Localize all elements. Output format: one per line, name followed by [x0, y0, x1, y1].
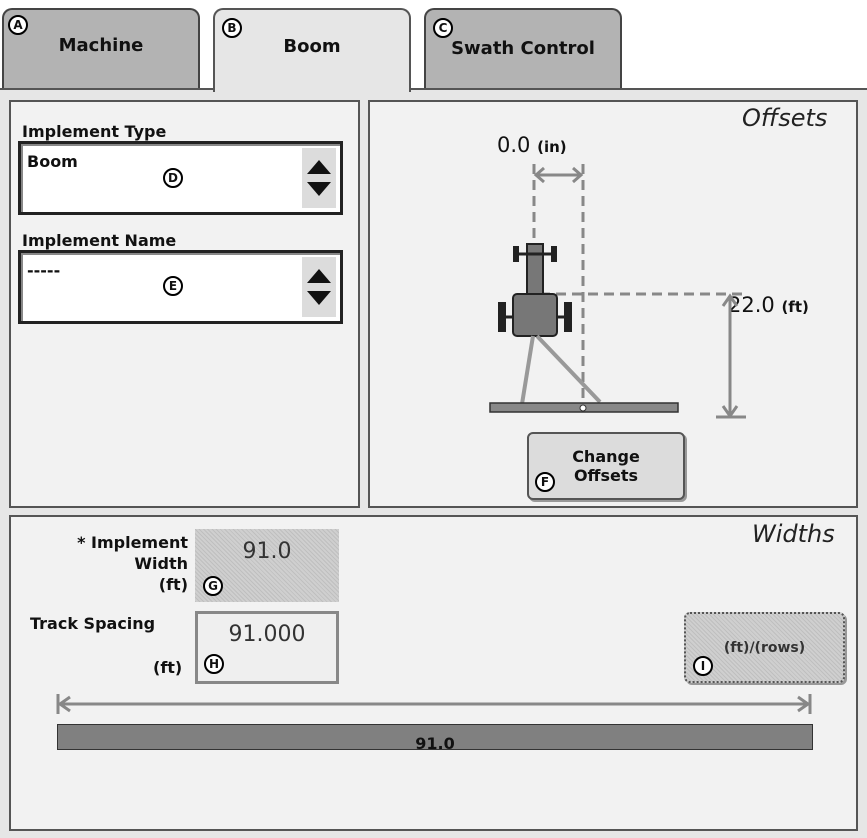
up-down-arrows-icon	[307, 160, 331, 196]
implement-width-label-line1: * Implement	[77, 533, 188, 552]
track-spacing-unit: (ft)	[153, 658, 183, 677]
units-toggle-label: (ft)/(rows)	[723, 639, 806, 656]
offset-diagram	[489, 164, 746, 419]
lateral-offset-readout: 0.0 (in)	[497, 133, 567, 157]
tab-machine-label: Machine	[58, 34, 144, 56]
implement-type-label: Implement Type	[22, 122, 167, 141]
tab-swath-control-callout: C	[433, 18, 453, 38]
implement-type-callout: D	[163, 168, 183, 188]
change-offsets-button[interactable]: Change Offsets	[527, 432, 685, 500]
units-toggle-callout: I	[693, 656, 713, 676]
up-down-arrows-icon	[307, 269, 331, 305]
implement-width-value: 91.0	[242, 539, 292, 564]
track-spacing-value: 91.000	[228, 622, 306, 647]
tab-machine[interactable]: Machine	[2, 8, 200, 90]
widths-title: Widths	[752, 520, 835, 548]
tab-machine-callout: A	[8, 15, 28, 35]
implement-name-callout: E	[163, 276, 183, 296]
implement-name-value: -----	[27, 261, 61, 280]
implement-width-label: * Implement Width (ft)	[40, 532, 188, 595]
change-offsets-label-line1: Change	[572, 447, 640, 466]
fore-aft-dimension-arrow	[716, 293, 746, 419]
tab-swath-control-label: Swath Control	[451, 37, 595, 59]
implement-width-callout: G	[203, 576, 223, 596]
tab-boom-label: Boom	[283, 35, 341, 57]
implement-width-unit: (ft)	[158, 575, 188, 594]
offsets-title: Offsets	[742, 104, 828, 132]
implement-type-value: Boom	[27, 152, 78, 171]
implement-width-label-line2: Width	[134, 554, 188, 573]
lateral-offset-unit: (in)	[537, 138, 567, 156]
tractor-icon	[498, 243, 572, 337]
track-spacing-label: Track Spacing	[30, 614, 156, 633]
change-offsets-label-line2: Offsets	[573, 466, 639, 485]
implement-name-spinner[interactable]	[302, 257, 336, 317]
fore-aft-offset-unit: (ft)	[781, 298, 809, 316]
implement-width-bar-label: 91.0	[415, 733, 455, 753]
implement-type-spinner[interactable]	[302, 148, 336, 208]
change-offsets-callout: F	[535, 472, 555, 492]
lateral-offset-value: 0.0	[497, 133, 531, 157]
units-toggle-button[interactable]: (ft)/(rows)	[684, 612, 845, 683]
implement-width-bar: 91.0	[57, 724, 813, 753]
track-spacing-callout: H	[204, 654, 224, 674]
implement-name-label: Implement Name	[22, 231, 177, 250]
tab-swath-control[interactable]: Swath Control	[424, 8, 622, 90]
lateral-dimension-arrow	[533, 166, 584, 184]
width-dimension-arrow	[56, 694, 812, 714]
tab-boom-callout: B	[222, 18, 242, 38]
tab-boom[interactable]: Boom	[213, 8, 411, 92]
